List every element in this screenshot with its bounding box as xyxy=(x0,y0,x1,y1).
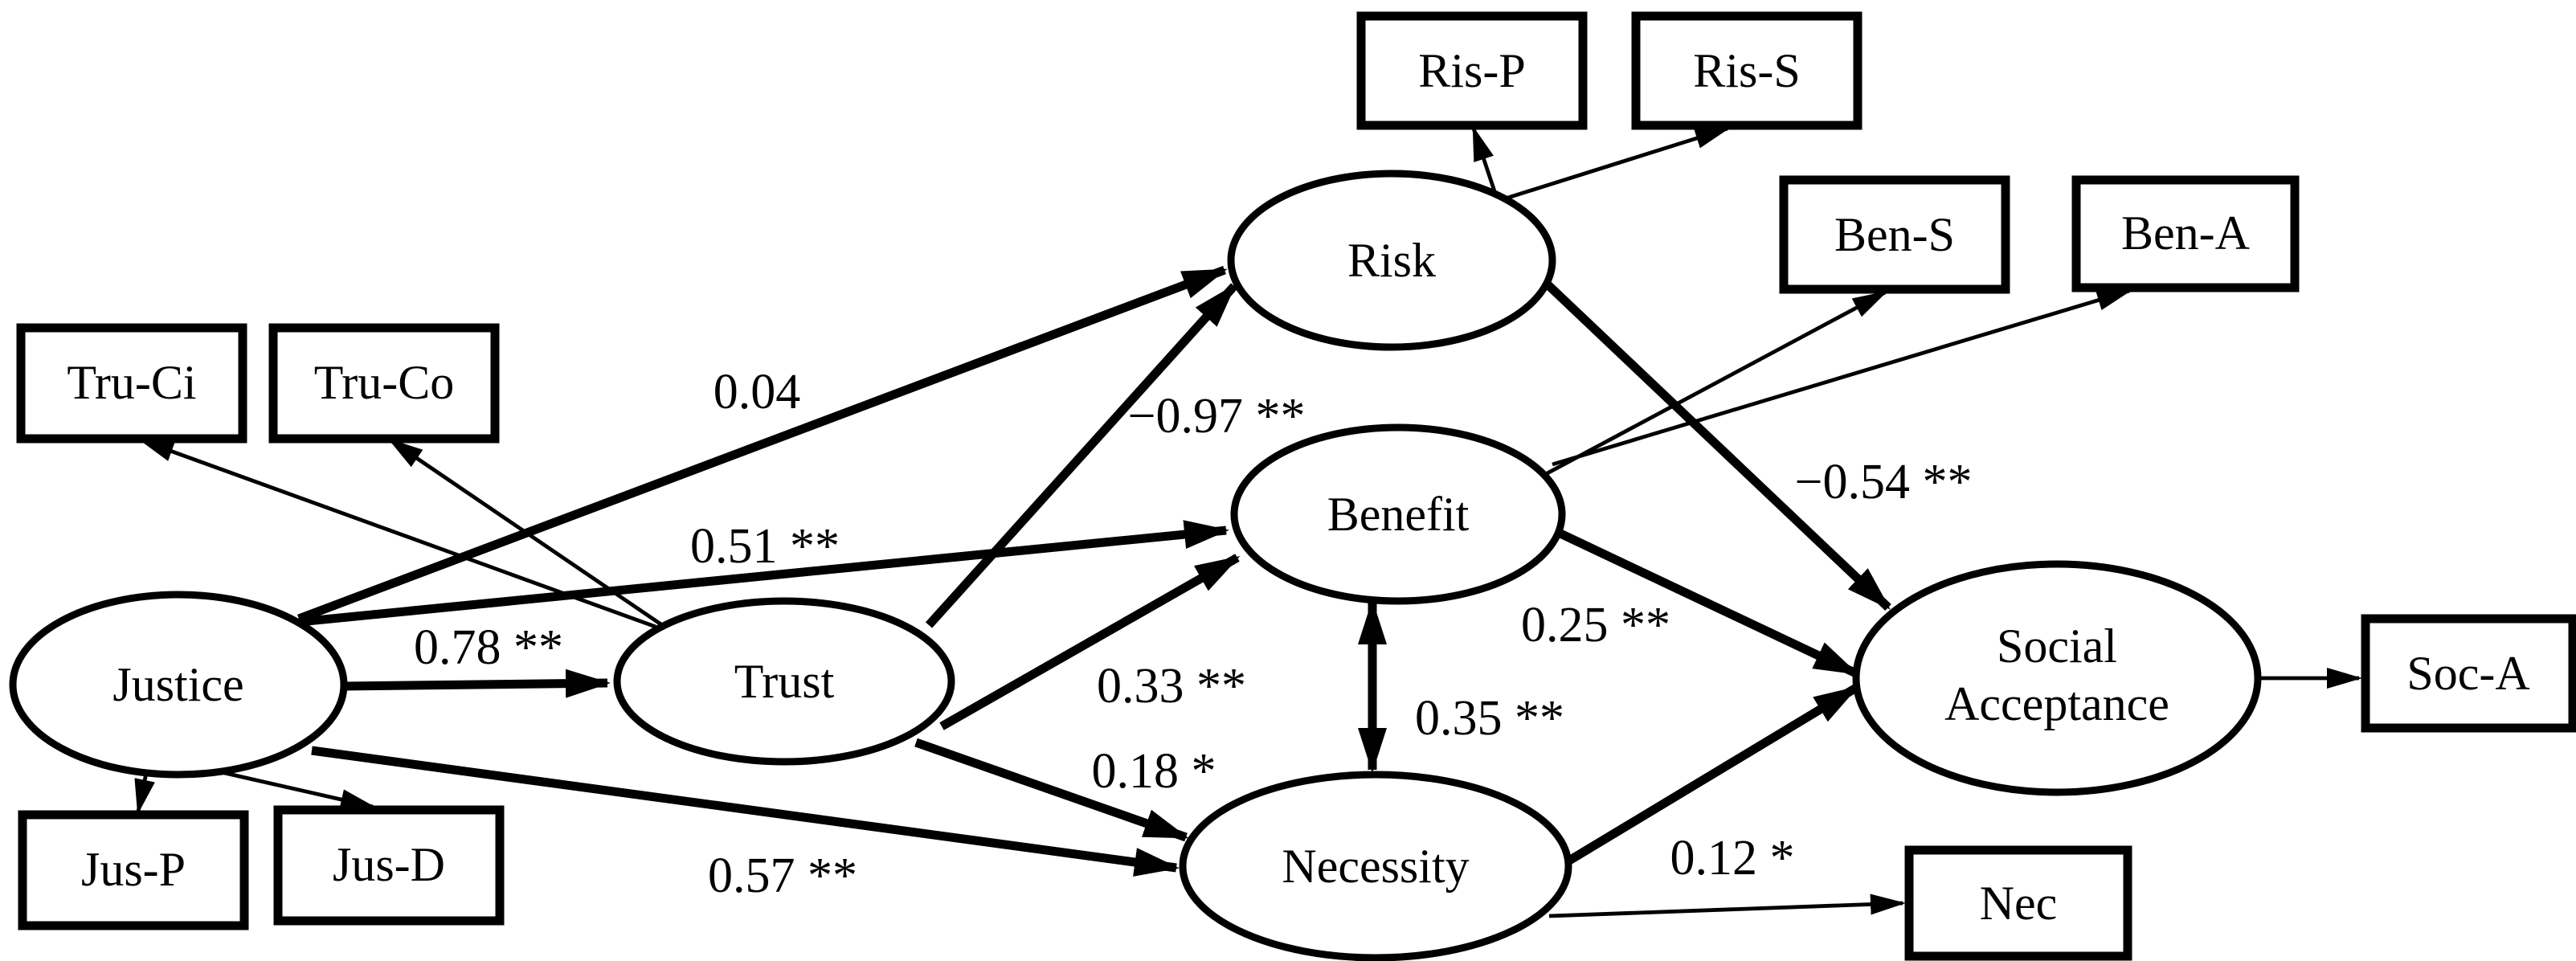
jus-d-label: Jus-D xyxy=(333,838,445,891)
coef-necessity-social-acceptance: 0.12 * xyxy=(1670,831,1795,885)
jus-p-label: Jus-P xyxy=(81,843,186,896)
path-justice-benefit xyxy=(298,520,1229,627)
ris-s-label: Ris-S xyxy=(1693,44,1800,97)
ben-s-box xyxy=(1779,175,2010,294)
path-justice-risk xyxy=(297,265,1228,624)
observed-node-ris-s: Ris-S xyxy=(1631,11,1862,130)
observed-node-ben-s: Ben-S xyxy=(1779,175,2010,294)
observed-node-ben-a: Ben-A xyxy=(2071,175,2300,292)
arrow-risk-ris-s xyxy=(1497,126,1731,203)
trust-label: Trust xyxy=(734,655,835,708)
ris-s-box xyxy=(1631,11,1862,130)
soc-a-label: Soc-A xyxy=(2406,647,2529,700)
coef-justice-necessity: 0.57 ** xyxy=(708,849,857,903)
path-justice-trust xyxy=(343,669,611,698)
path-trust-risk xyxy=(925,283,1238,628)
path-benefit-social-acceptance xyxy=(1558,530,1859,677)
arrow-justice-jus-p xyxy=(134,772,155,815)
tru-ci-label: Tru-Ci xyxy=(67,356,196,409)
latent-nodes: Justice Trust Risk Benefit Necessity Soc… xyxy=(9,170,2262,961)
latent-node-justice: Justice xyxy=(9,591,348,779)
arrow-necessity-nec xyxy=(1548,894,1906,918)
structural-paths xyxy=(297,265,1891,877)
coef-covariance-benefit-necessity: 0.35 ** xyxy=(1415,691,1564,746)
coef-trust-risk: −0.97 ** xyxy=(1128,389,1306,444)
soc-a-box xyxy=(2361,614,2576,733)
arrow-justice-jus-d xyxy=(210,767,376,810)
path-trust-necessity xyxy=(914,738,1189,842)
observed-node-jus-p: Jus-P xyxy=(18,810,249,930)
tru-co-label: Tru-Co xyxy=(314,356,455,409)
arrow-benefit-ben-a xyxy=(1552,288,2132,467)
observed-node-ris-p: Ris-P xyxy=(1356,11,1588,130)
observed-nodes: Tru-Ci Tru-Co Jus-P Jus-D Ris-P Ris-S Be… xyxy=(16,11,2576,961)
risk-label: Risk xyxy=(1347,234,1436,287)
justice-label: Justice xyxy=(112,658,243,711)
arrow-trust-tru-co xyxy=(387,438,669,630)
benefit-ellipse xyxy=(1230,423,1566,605)
nec-box xyxy=(1904,845,2132,961)
jus-d-box xyxy=(273,805,505,926)
nec-label: Nec xyxy=(1980,877,2058,930)
benefit-label: Benefit xyxy=(1327,488,1470,541)
coefficient-labels: 0.78 ** 0.04 0.51 ** 0.57 ** −0.97 ** 0.… xyxy=(414,365,1972,903)
coef-justice-risk: 0.04 xyxy=(714,365,801,419)
measurement-arrows xyxy=(134,125,2362,918)
risk-ellipse xyxy=(1227,170,1556,351)
ben-s-label: Ben-S xyxy=(1834,208,1955,261)
coef-justice-trust: 0.78 ** xyxy=(414,620,563,675)
observed-node-tru-ci: Tru-Ci xyxy=(16,323,247,444)
tru-co-box xyxy=(268,323,500,444)
social-acceptance-ellipse xyxy=(1852,560,2262,796)
coef-risk-social-acceptance: −0.54 ** xyxy=(1795,455,1973,509)
path-justice-necessity xyxy=(311,746,1180,877)
necessity-ellipse xyxy=(1179,771,1572,961)
latent-node-necessity: Necessity xyxy=(1179,771,1572,961)
necessity-label: Necessity xyxy=(1282,840,1469,893)
ris-p-box xyxy=(1356,11,1588,130)
path-risk-social-acceptance xyxy=(1544,281,1891,611)
arrow-trust-tru-ci xyxy=(138,438,656,629)
observed-node-tru-co: Tru-Co xyxy=(268,323,500,444)
coef-trust-benefit: 0.33 ** xyxy=(1097,659,1246,714)
tru-ci-box xyxy=(16,323,247,444)
trust-ellipse xyxy=(613,597,955,766)
arrow-benefit-ben-s xyxy=(1541,290,1888,478)
ris-p-label: Ris-P xyxy=(1418,44,1525,97)
coef-benefit-social-acceptance: 0.25 ** xyxy=(1521,598,1670,652)
justice-ellipse xyxy=(9,591,348,779)
path-trust-benefit xyxy=(939,554,1241,730)
social-acceptance-label-line1: Social xyxy=(1997,620,2117,673)
observed-node-jus-d: Jus-D xyxy=(273,805,505,926)
observed-node-nec: Nec xyxy=(1904,845,2132,961)
observed-node-soc-a: Soc-A xyxy=(2361,614,2576,733)
jus-p-box xyxy=(18,810,249,930)
coef-trust-necessity: 0.18 * xyxy=(1092,744,1216,799)
arrow-risk-ris-p xyxy=(1471,125,1500,202)
ben-a-label: Ben-A xyxy=(2121,207,2250,260)
coef-justice-benefit: 0.51 ** xyxy=(690,519,840,574)
latent-node-social-acceptance: Social Acceptance xyxy=(1852,560,2262,796)
latent-node-benefit: Benefit xyxy=(1230,423,1566,605)
social-acceptance-label-line2: Acceptance xyxy=(1944,677,2169,730)
latent-node-risk: Risk xyxy=(1227,170,1556,351)
latent-node-trust: Trust xyxy=(613,597,955,766)
path-necessity-social-acceptance xyxy=(1563,684,1859,867)
ben-a-box xyxy=(2071,175,2300,292)
